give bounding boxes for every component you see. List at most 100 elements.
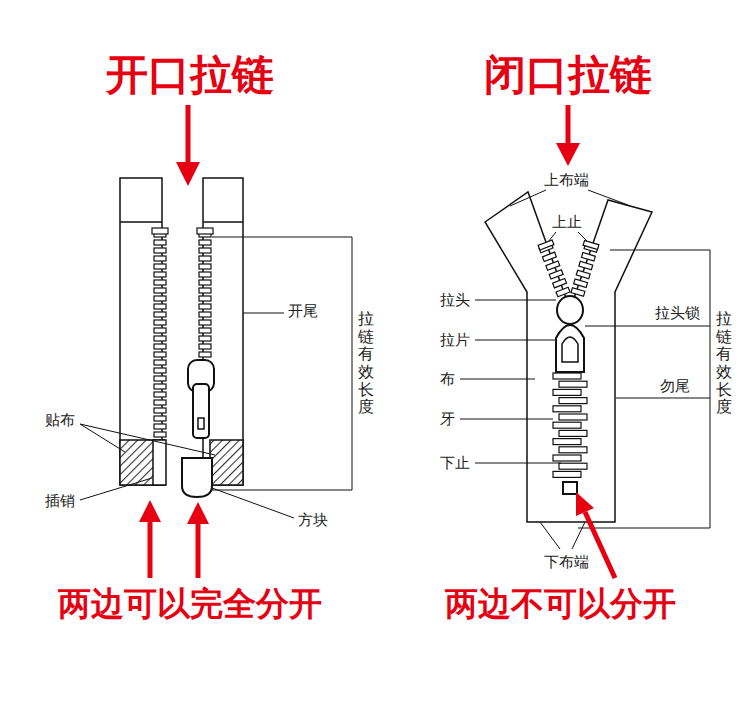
zipper-tooth: [199, 296, 211, 301]
zipper-tooth: [559, 430, 587, 436]
zipper-tooth: [559, 414, 587, 420]
zipper-tooth: [553, 455, 581, 461]
part-label: 拉头: [440, 291, 470, 309]
zipper-tooth: [553, 373, 581, 379]
leader-line: [475, 300, 556, 301]
zipper-tooth: [574, 279, 588, 287]
arrow-head: [576, 492, 594, 516]
pull-tab-slot: [198, 418, 204, 429]
zipper-tooth: [154, 272, 166, 277]
zipper-tooth: [154, 352, 166, 357]
zipper-tooth: [199, 344, 211, 349]
zipper-tooth: [154, 328, 166, 333]
zipper-tooth: [199, 240, 211, 245]
zipper-tape: [485, 192, 652, 522]
leader-line: [585, 326, 710, 327]
zipper-tooth: [154, 400, 166, 405]
zipper-tooth: [553, 471, 581, 477]
insert-pin: [153, 440, 166, 485]
leader-line: [212, 488, 294, 518]
section-title: 开口拉链: [106, 50, 274, 100]
length-bracket: [578, 250, 710, 528]
leader-line: [80, 478, 152, 500]
zipper-tooth: [199, 312, 211, 317]
zipper-tooth: [154, 296, 166, 301]
note-text: 两边不可以分开: [445, 584, 676, 624]
zipper-tooth: [579, 261, 593, 269]
zipper-tooth: [154, 336, 166, 341]
zipper-tooth: [154, 408, 166, 413]
zipper-tooth: [542, 252, 556, 261]
closed-end-zipper: [485, 192, 652, 522]
reinforcement-patch: [210, 440, 243, 485]
leader-line: [510, 190, 546, 206]
section-title: 闭口拉链: [484, 50, 652, 100]
leader-line: [80, 424, 125, 452]
arrow-shaft: [196, 522, 201, 578]
zipper-tooth: [559, 463, 587, 469]
leader-line: [548, 232, 556, 242]
reinforcement-patch: [120, 440, 165, 485]
part-label: 拉头锁: [655, 304, 700, 322]
pull-tab: [556, 325, 584, 372]
tape-edge: [120, 221, 162, 223]
arrow-shaft: [566, 105, 571, 145]
zipper-tooth: [154, 360, 166, 365]
zipper-tooth: [199, 280, 211, 285]
retainer-box: [182, 458, 212, 497]
zipper-tooth: [571, 288, 585, 296]
zipper-tooth: [154, 288, 166, 293]
tape-edge: [203, 221, 243, 223]
zipper-tooth: [559, 381, 587, 387]
zipper-tooth: [154, 320, 166, 325]
zipper-tooth: [154, 248, 166, 253]
zipper-tooth: [154, 264, 166, 269]
bottom-stop: [563, 482, 577, 494]
leader-line: [475, 340, 555, 341]
dimension-label: 拉链有效长度: [716, 310, 732, 416]
zipper-tooth: [576, 270, 590, 278]
part-label: 上止: [552, 213, 582, 231]
arrow-head: [139, 500, 161, 522]
leader-line: [243, 313, 284, 314]
leader-line: [540, 522, 560, 549]
zipper-tooth: [199, 272, 211, 277]
dimension-label: 拉链有效长度: [358, 310, 374, 416]
part-label: 牙: [440, 410, 455, 428]
zipper-tooth: [154, 344, 166, 349]
zipper-tooth: [152, 228, 168, 234]
arrow-head: [176, 162, 200, 186]
arrow-shaft: [186, 105, 191, 165]
zipper-tooth: [154, 368, 166, 373]
zipper-tooth: [154, 376, 166, 381]
leader-line: [616, 398, 710, 399]
leader-line: [588, 190, 628, 205]
part-label: 下布端: [544, 553, 589, 571]
zipper-tooth: [154, 304, 166, 309]
part-label: 上布端: [544, 171, 589, 189]
arrow-shaft: [585, 512, 615, 578]
pointer-arrow: [139, 500, 209, 578]
part-label: 下止: [440, 454, 470, 472]
zipper-tooth: [199, 248, 211, 253]
part-label: 方块: [298, 511, 328, 529]
zipper-tooth: [553, 406, 581, 412]
zipper-tooth: [199, 264, 211, 269]
zipper-tooth: [553, 439, 581, 445]
zipper-tooth: [553, 279, 567, 288]
zipper-tooth: [199, 352, 211, 357]
zipper-tooth: [583, 240, 599, 249]
zipper-tooth: [154, 432, 166, 437]
zipper-tooth: [199, 256, 211, 261]
zipper-tooth: [199, 336, 211, 341]
length-bracket: [212, 237, 352, 490]
zipper-tooth: [553, 422, 581, 428]
zipper-tooth: [549, 270, 563, 279]
leader-lines: [460, 190, 710, 549]
arrow-head: [556, 143, 580, 166]
zipper-tooth: [559, 447, 587, 453]
zipper-tooth: [154, 384, 166, 389]
zipper-tooth: [538, 240, 554, 250]
pointer-arrow: [176, 105, 580, 186]
pull-tab-inner: [562, 337, 578, 362]
